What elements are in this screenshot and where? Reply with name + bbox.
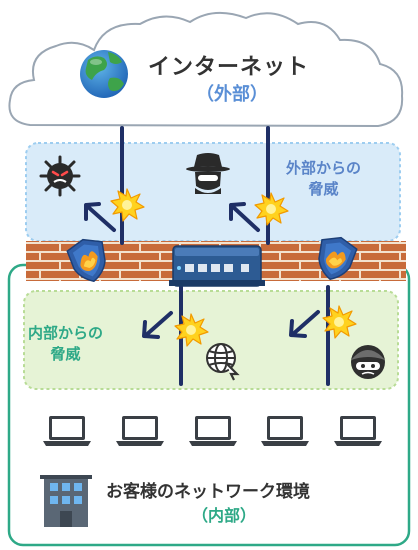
internet-title: インターネット: [148, 55, 310, 80]
internal-threat-line1: 内部からの: [28, 324, 104, 342]
deflect-arrows: [84, 202, 320, 339]
building-icon: [40, 475, 92, 527]
network-subtitle: （内部）: [192, 506, 257, 525]
globe-icon: [80, 50, 128, 98]
external-threat-line1: 外部からの: [286, 159, 362, 177]
router-icon: [169, 245, 265, 287]
external-threat-line2: 脅威: [308, 180, 339, 198]
hacker-icon: [186, 153, 230, 194]
burglar-icon: [351, 345, 385, 379]
network-title: お客様のネットワーク環境: [106, 482, 310, 502]
internet-cloud: [8, 11, 404, 128]
internal-threat-line2: 脅威: [50, 345, 81, 363]
external-threat-label: 外部からの 脅威: [286, 158, 361, 200]
internal-threat-label: 内部からの 脅威: [28, 323, 103, 365]
internet-subtitle: （外部）: [196, 84, 268, 105]
internal-threat-zone: [23, 290, 399, 390]
web-icon: [206, 343, 240, 381]
virus-icon: [39, 155, 81, 197]
